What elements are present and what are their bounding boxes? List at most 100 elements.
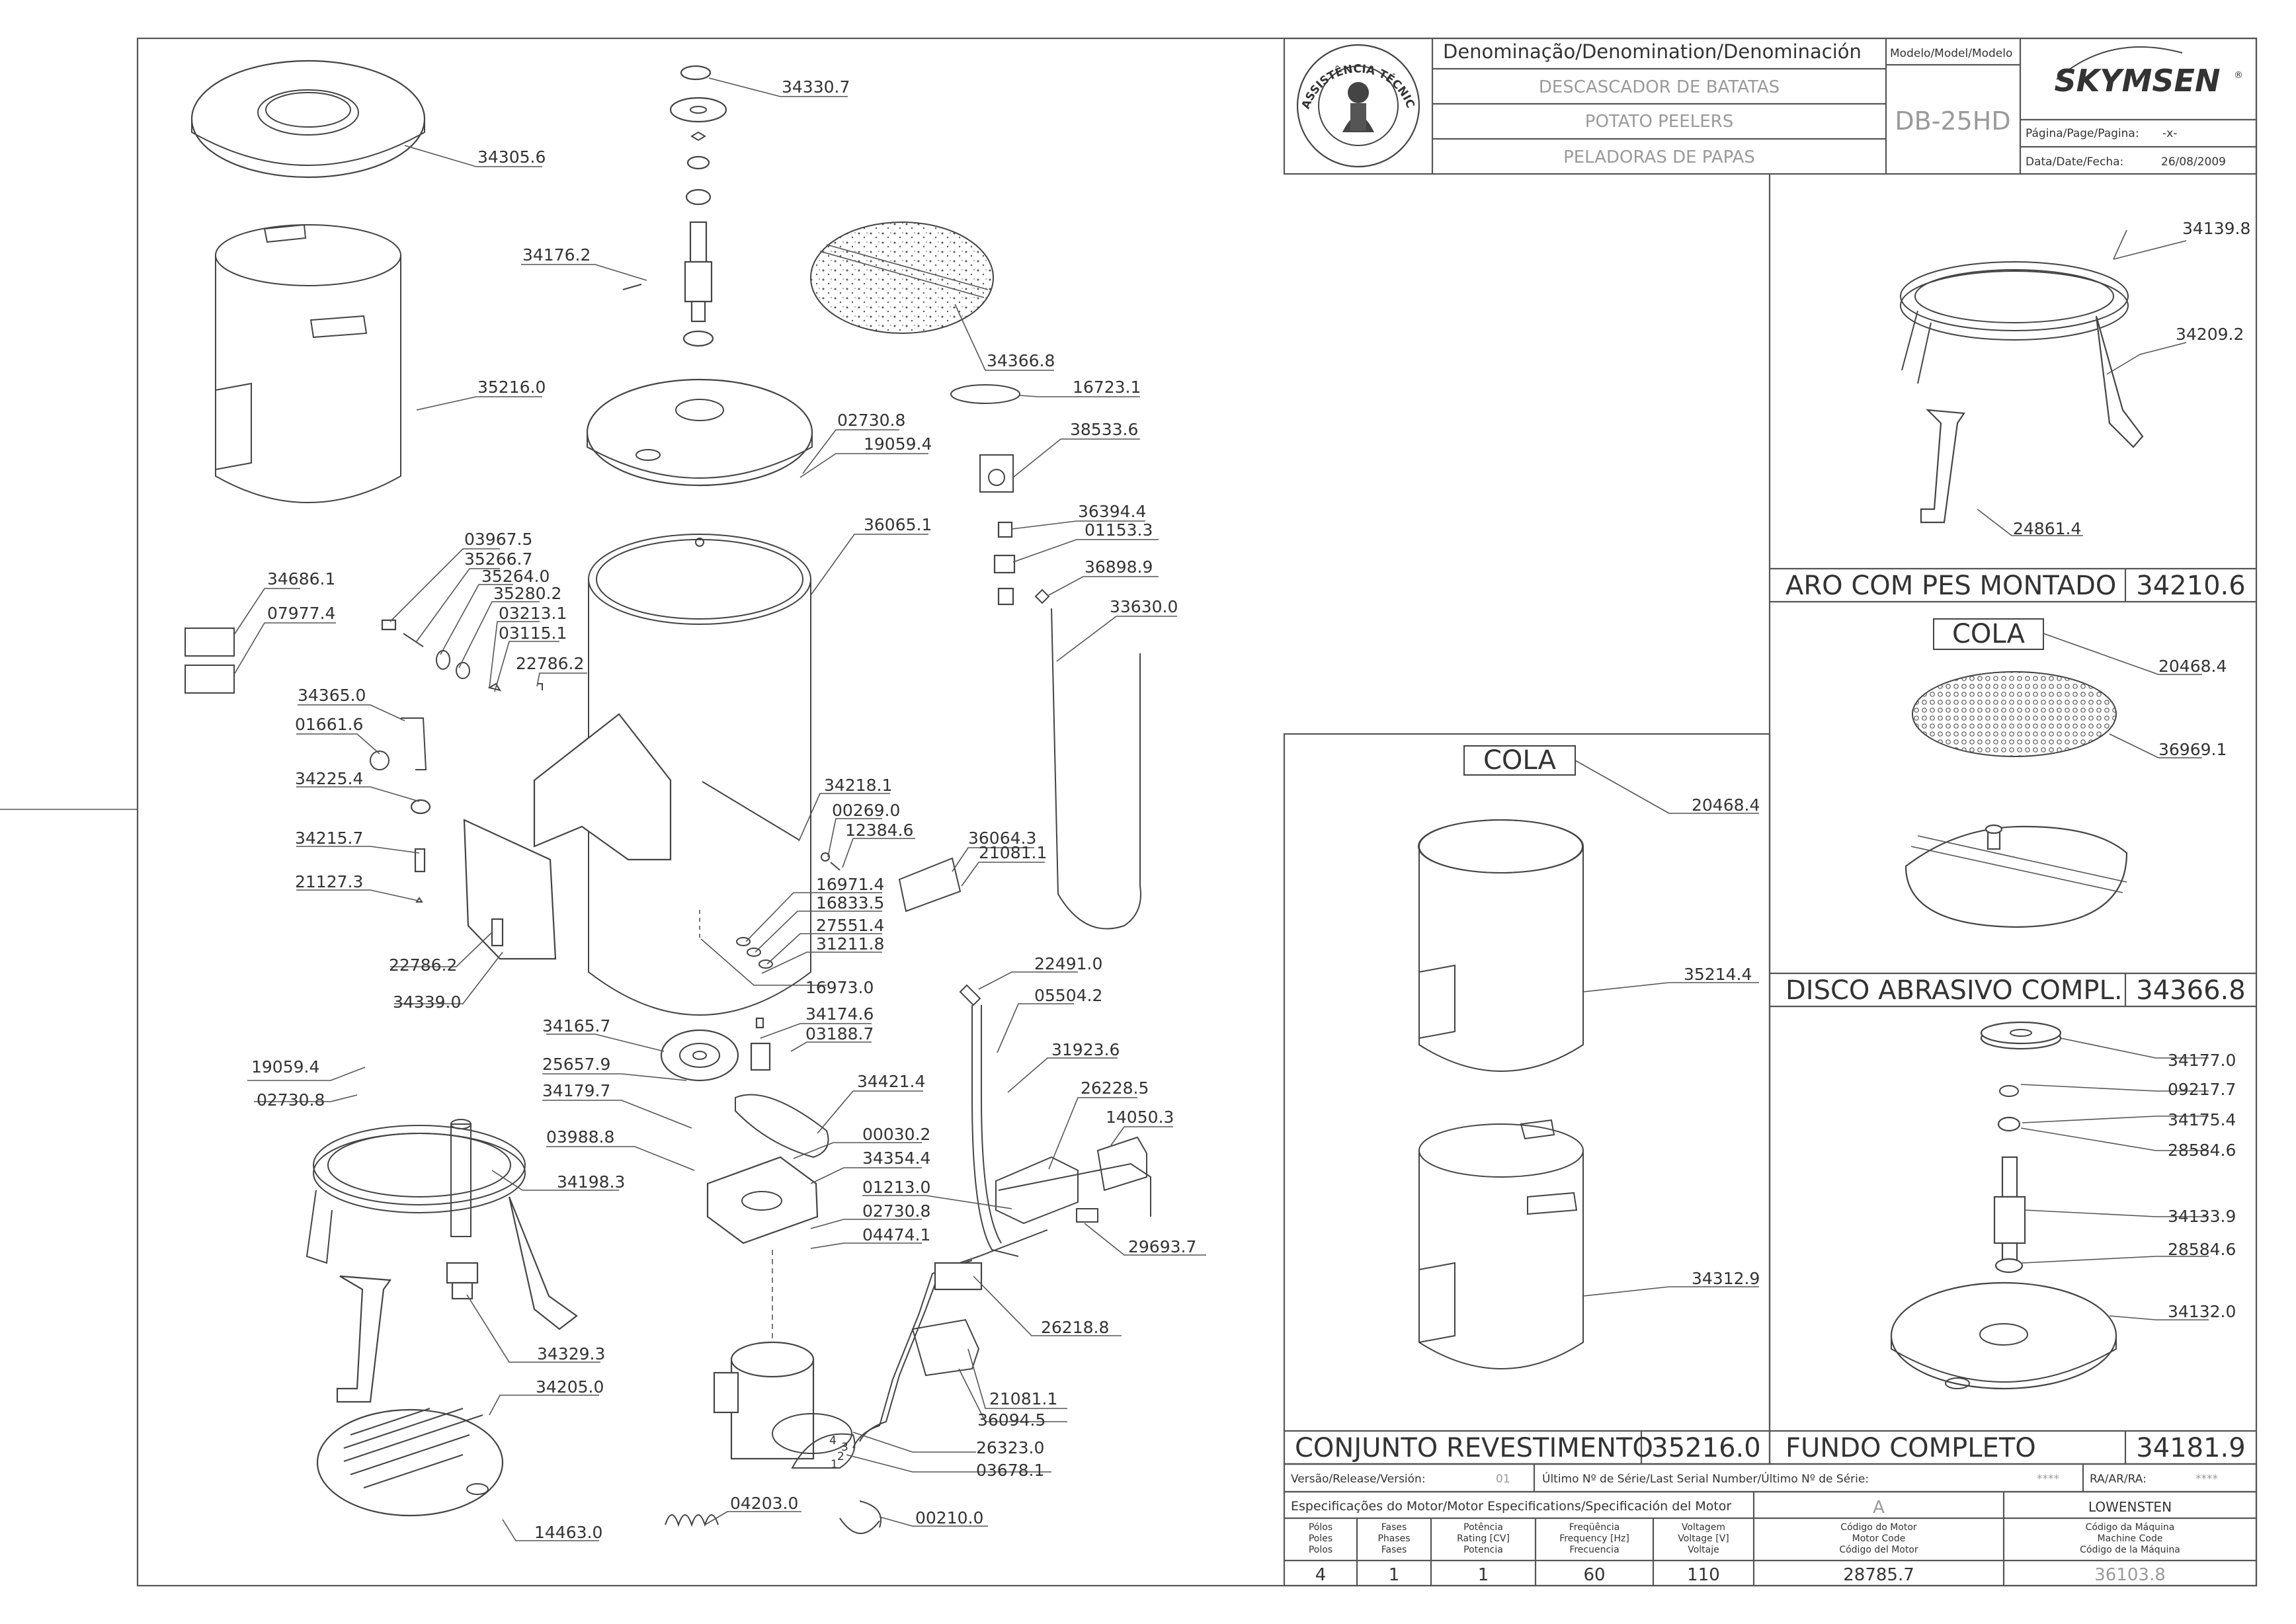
base-ring-part <box>306 1119 578 1403</box>
ra-value: **** <box>2195 1473 2218 1486</box>
part-label: 25657.9 <box>542 1055 610 1074</box>
part-label: 21081.1 <box>989 1389 1057 1408</box>
terminal-block-part <box>934 1262 983 1291</box>
leader-lines <box>233 77 1206 1541</box>
svg-text:110: 110 <box>1687 1565 1720 1585</box>
part-label: 34421.4 <box>857 1072 925 1091</box>
part-label: 00030.2 <box>862 1125 930 1144</box>
part-label: 22491.0 <box>1034 954 1102 973</box>
part-label: 34176.2 <box>522 245 591 264</box>
shaft-stack-part <box>622 65 727 347</box>
part-label: 29693.7 <box>1128 1237 1196 1256</box>
part-label: 26218.8 <box>1041 1318 1109 1337</box>
part-label: 02730.8 <box>837 411 905 430</box>
part-label: 26228.5 <box>1081 1078 1149 1098</box>
disco-cola: COLA <box>1952 619 2026 649</box>
part-label: 34215.7 <box>295 829 363 848</box>
part-label: 34225.4 <box>295 769 363 788</box>
revestimento-title: CONJUNTO REVESTIMENTO <box>1295 1433 1653 1463</box>
svg-text:60: 60 <box>1583 1565 1605 1585</box>
part-label: 01661.6 <box>295 715 363 734</box>
wires-part <box>852 984 1151 1449</box>
name-en: POTATO PEELERS <box>1585 112 1733 132</box>
fundo-label-5: 28584.6 <box>2168 1240 2236 1259</box>
part-label: 33630.0 <box>1110 597 1178 616</box>
part-number-labels: 34330.7 34305.6 34176.2 34366.8 16723.1 … <box>251 77 1196 1542</box>
revestimento-panel: COLA 20468.4 35214.4 34312.9 CONJUNTO RE… <box>1295 745 1761 1463</box>
spec-col-poles: Pólos Poles Polos 4 <box>1309 1522 1332 1585</box>
part-label: 34174.6 <box>805 1004 874 1024</box>
abrasive-disc-part <box>810 222 994 334</box>
revestimento-label-0: 20468.4 <box>1692 795 1760 815</box>
part-label: 12384.6 <box>845 821 913 840</box>
version-row: Versão/Release/Versión: 01 Último Nº de … <box>1283 1463 2258 1493</box>
belt-part <box>735 1094 829 1158</box>
svg-text:Código do Motor: Código do Motor <box>1840 1522 1917 1533</box>
brand-logo: SKYMSEN ® <box>2055 46 2243 99</box>
part-label: 36064.3 <box>968 829 1036 848</box>
part-label: 22786.2 <box>516 654 584 673</box>
part-label: 00269.0 <box>832 801 900 820</box>
body-hardware <box>699 852 840 969</box>
wire-number-1: 1 <box>831 1458 838 1471</box>
svg-text:28785.7: 28785.7 <box>1843 1565 1914 1585</box>
label-plate-part <box>184 628 235 657</box>
spec-col-machine-code: Código da Máquina Machine Code Código de… <box>2080 1522 2180 1585</box>
motor-plate-part <box>706 1156 819 1244</box>
svg-text:Polos: Polos <box>1309 1545 1332 1555</box>
part-label: 04474.1 <box>862 1225 930 1244</box>
part-label: 34305.6 <box>477 147 546 167</box>
spec-col-rating: Potência Rating [CV] Potencia 1 <box>1457 1522 1510 1585</box>
serial-label: Último Nº de Série/Last Serial Number/Úl… <box>1542 1471 1869 1486</box>
motor-part <box>713 1250 852 1460</box>
part-label: 35266.7 <box>464 549 532 569</box>
label-plate-blank-part <box>184 665 235 694</box>
aro-title: ARO COM PES MONTADO <box>1785 571 2116 601</box>
part-label: 35216.0 <box>477 378 546 397</box>
part-label: 34198.3 <box>557 1172 625 1192</box>
svg-text:Motor Code: Motor Code <box>1852 1533 1906 1544</box>
version-label: Versão/Release/Versión: <box>1291 1473 1426 1486</box>
capacitor-bracket-part <box>911 1319 980 1377</box>
part-label: 03678.1 <box>976 1461 1044 1480</box>
aro-label-0: 34139.8 <box>2182 219 2250 238</box>
part-label: 01213.0 <box>862 1178 930 1197</box>
svg-text:Freqüência: Freqüência <box>1569 1522 1620 1533</box>
fundo-label-0: 34177.0 <box>2168 1051 2236 1070</box>
brand-name: SKYMSEN <box>2055 63 2221 99</box>
svg-text:Rating [CV]: Rating [CV] <box>1457 1533 1510 1544</box>
denomination-title: Denominação/Denomination/Denominación <box>1443 40 1862 63</box>
part-label: 04203.0 <box>730 1494 798 1513</box>
part-label: 34218.1 <box>824 776 892 795</box>
part-label: 35264.0 <box>481 567 550 586</box>
fundo-label-2: 34175.4 <box>2168 1110 2236 1129</box>
date-value: 26/08/2009 <box>2161 155 2226 169</box>
svg-text:Potencia: Potencia <box>1463 1545 1503 1555</box>
aro-label-1: 34209.2 <box>2176 325 2244 344</box>
part-label: 00210.0 <box>915 1508 983 1527</box>
date-label: Data/Date/Fecha: <box>2026 155 2123 169</box>
part-label: 34339.0 <box>393 993 461 1012</box>
svg-text:Voltaje: Voltaje <box>1688 1545 1719 1555</box>
part-label: 03967.5 <box>464 530 532 549</box>
part-label: 34354.4 <box>862 1149 930 1168</box>
part-label: 16833.5 <box>816 893 884 913</box>
spec-col-motor-code: Código do Motor Motor Code Código del Mo… <box>1839 1522 1918 1585</box>
wire-number-3: 3 <box>841 1441 848 1454</box>
name-es: PELADORAS DE PAPAS <box>1563 147 1755 167</box>
version-value: 01 <box>1496 1473 1510 1486</box>
revestimento-code: 35216.0 <box>1651 1433 1760 1463</box>
svg-text:Potência: Potência <box>1463 1522 1503 1533</box>
bracket-part <box>898 857 962 913</box>
door-part <box>463 819 557 960</box>
page-label: Página/Page/Pagina: <box>2026 127 2139 140</box>
aro-panel: 34139.8 34209.2 24861.4 ARO COM PES MONT… <box>1785 219 2250 601</box>
model-value: DB-25HD <box>1895 106 2010 136</box>
fundo-label-4: 34133.9 <box>2168 1207 2236 1226</box>
part-label: 34686.1 <box>267 569 335 589</box>
part-label: 16971.4 <box>816 875 884 894</box>
disco-title: DISCO ABRASIVO COMPL. <box>1785 975 2123 1006</box>
switch-box-part <box>995 1156 1079 1225</box>
sticker-part <box>950 384 1020 404</box>
part-label: 34165.7 <box>542 1016 610 1035</box>
